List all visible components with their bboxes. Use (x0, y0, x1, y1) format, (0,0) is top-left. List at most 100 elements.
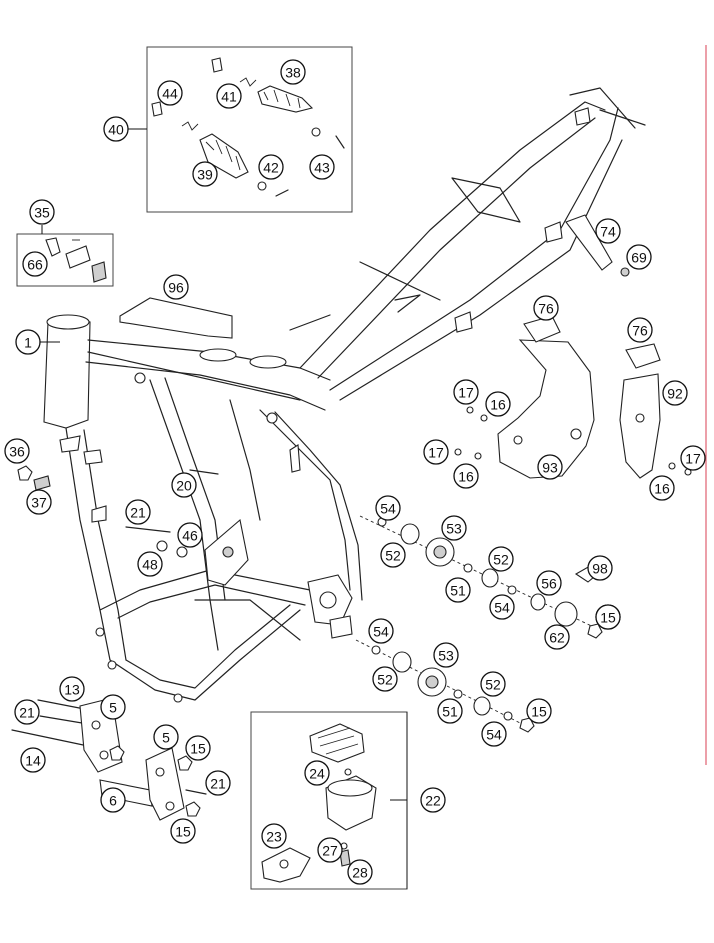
callout-circle (453, 463, 479, 489)
callout-circle (533, 295, 559, 321)
callout-42: 42 (258, 154, 284, 180)
nut-69 (620, 267, 630, 277)
callout-label: 21 (19, 705, 35, 721)
callout-circle (261, 823, 287, 849)
callout-46: 46 (177, 522, 203, 548)
callout-circle (22, 251, 48, 277)
bolt-20 (189, 469, 219, 475)
callout-circle (317, 837, 343, 863)
callout-label: 92 (667, 386, 683, 402)
leader-lines (40, 128, 408, 889)
chain-roller-upper (359, 515, 603, 639)
callout-circle (453, 379, 479, 405)
callout-label: 48 (142, 557, 158, 573)
callout-15: 15 (595, 604, 621, 630)
callout-label: 17 (685, 451, 701, 467)
callout-37: 37 (26, 489, 52, 515)
callout-label: 5 (109, 700, 117, 716)
callout-label: 56 (541, 576, 557, 592)
callout-label: 54 (373, 624, 389, 640)
callout-circle (380, 542, 406, 568)
callout-circle (489, 594, 515, 620)
callout-27: 27 (317, 837, 343, 863)
callout-label: 5 (162, 730, 170, 746)
callout-label: 52 (485, 677, 501, 693)
callout-label: 93 (542, 460, 558, 476)
callout-circle (481, 721, 507, 747)
callout-label: 52 (385, 548, 401, 564)
callout-21: 21 (205, 770, 231, 796)
callout-22: 22 (420, 787, 446, 813)
callout-label: 16 (654, 481, 670, 497)
callout-69: 69 (626, 244, 652, 270)
callout-circle (309, 154, 335, 180)
callout-label: 15 (600, 610, 616, 626)
callout-circle (626, 244, 652, 270)
callout-circle (157, 80, 183, 106)
callout-circle (488, 546, 514, 572)
callout-54: 54 (489, 594, 515, 620)
callout-circle (423, 439, 449, 465)
callout-label: 21 (130, 505, 146, 521)
callout-circle (433, 642, 459, 668)
callout-16: 16 (485, 391, 511, 417)
callout-circle (14, 699, 40, 725)
callout-circle (170, 818, 196, 844)
washer-48 (156, 540, 168, 552)
callout-circle (680, 445, 706, 471)
callout-label: 39 (197, 167, 213, 183)
callout-93: 93 (537, 454, 563, 480)
callout-circle (420, 787, 446, 813)
callout-74: 74 (595, 218, 621, 244)
bolt-17-b (454, 448, 462, 456)
callout-66: 66 (22, 251, 48, 277)
callout-5: 5 (153, 724, 179, 750)
side-stand-group-box (16, 233, 114, 287)
washer-16-a (480, 414, 488, 422)
callout-circle (185, 735, 211, 761)
callout-label: 66 (27, 257, 43, 273)
callout-circle (15, 329, 41, 355)
callout-circle (205, 770, 231, 796)
callout-circle (375, 495, 401, 521)
callout-label: 15 (175, 824, 191, 840)
nut-36 (17, 465, 33, 481)
callout-circle (368, 618, 394, 644)
callout-5: 5 (100, 694, 126, 720)
callout-23: 23 (261, 823, 287, 849)
callout-circle (627, 317, 653, 343)
callout-label: 51 (442, 704, 458, 720)
bolt-21-center (125, 526, 171, 533)
callout-62: 62 (544, 624, 570, 650)
callout-label: 53 (446, 521, 462, 537)
callout-label: 41 (221, 89, 237, 105)
callout-circle (347, 859, 373, 885)
callout-39: 39 (192, 161, 218, 187)
callout-circle (480, 671, 506, 697)
callout-circle (20, 747, 46, 773)
callout-15: 15 (170, 818, 196, 844)
callout-circle (258, 154, 284, 180)
callout-label: 16 (490, 397, 506, 413)
callout-label: 36 (9, 444, 25, 460)
callout-label: 21 (210, 776, 226, 792)
callout-circle (280, 59, 306, 85)
callout-label: 27 (322, 843, 338, 859)
callout-label: 35 (34, 205, 50, 221)
callout-label: 74 (600, 224, 616, 240)
callout-label: 42 (263, 160, 279, 176)
bolt-37 (33, 475, 51, 491)
callout-label: 28 (352, 865, 368, 881)
callout-76: 76 (627, 317, 653, 343)
callout-label: 46 (182, 528, 198, 544)
callout-circle (4, 438, 30, 464)
callout-label: 24 (309, 766, 325, 782)
callout-label: 37 (31, 495, 47, 511)
callout-52: 52 (480, 671, 506, 697)
bolt-17-a (466, 406, 474, 414)
callout-label: 98 (592, 561, 608, 577)
callout-17: 17 (453, 379, 479, 405)
bushing-46 (176, 546, 188, 558)
callout-15: 15 (526, 698, 552, 724)
callout-circle (163, 274, 189, 300)
